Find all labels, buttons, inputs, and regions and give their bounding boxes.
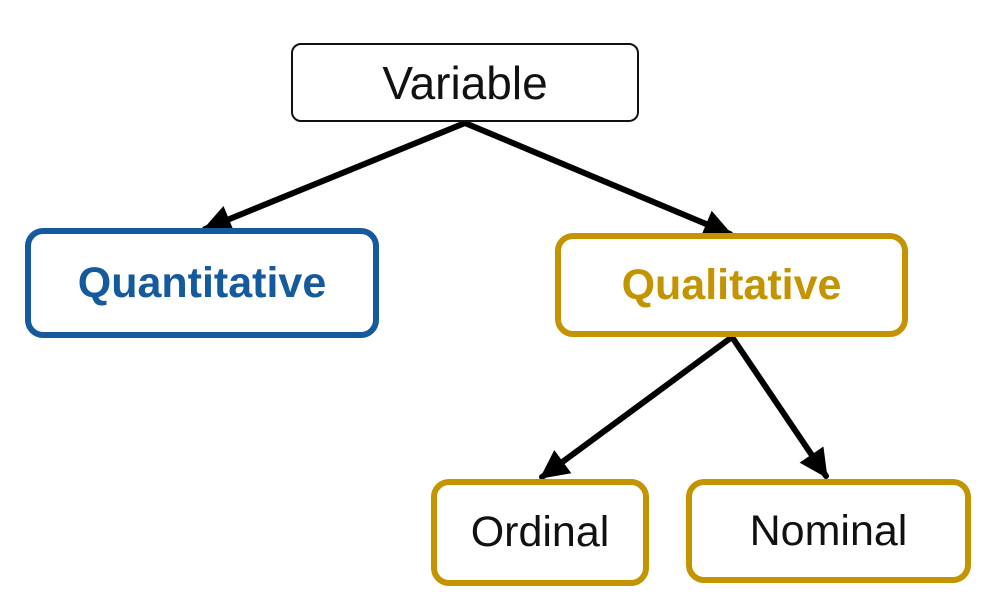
variable-node: Variable bbox=[291, 43, 639, 122]
arrow-qualitative-to-ordinal bbox=[539, 334, 735, 480]
qualitative-node: Qualitative bbox=[555, 233, 908, 337]
nominal-node: Nominal bbox=[686, 479, 971, 583]
arrow-variable-to-quantitative bbox=[202, 120, 468, 233]
quantitative-label: Quantitative bbox=[77, 258, 327, 307]
ordinal-label: Ordinal bbox=[470, 508, 610, 556]
arrow-variable-to-qualitative bbox=[462, 120, 733, 238]
ordinal-node: Ordinal bbox=[431, 479, 649, 586]
nominal-label: Nominal bbox=[749, 506, 908, 555]
arrow-qualitative-to-nominal bbox=[729, 334, 829, 479]
qualitative-label: Qualitative bbox=[621, 260, 842, 309]
variable-label: Variable bbox=[382, 56, 548, 109]
quantitative-node: Quantitative bbox=[25, 228, 379, 338]
